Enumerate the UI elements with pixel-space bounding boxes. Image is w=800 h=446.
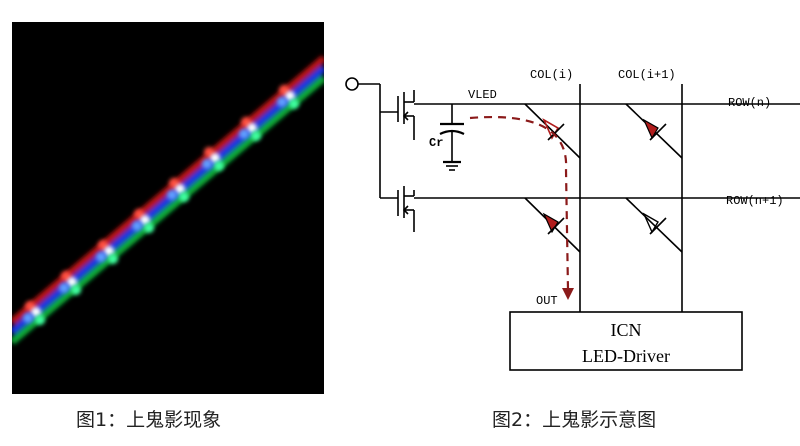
led-glow-dot [289,99,299,109]
led-4 [642,212,667,235]
led-dots [23,85,299,325]
label-out: OUT [536,294,558,308]
capacitor-cr [439,104,465,171]
led-glow-dot [71,285,81,295]
label-row-n: ROW(n) [728,96,771,110]
ghosting-schematic: COL(i) COL(i+1) ROW(n) ROW(n+1) VLED Cr … [330,0,800,400]
driver-label-line2: LED-Driver [582,346,670,366]
led-branch-4 [625,197,683,253]
led-1 [542,118,565,141]
label-col-i: COL(i) [530,68,573,82]
led-glow-dot [251,131,261,141]
label-cr: Cr [429,136,443,150]
led-glow-dot [108,254,118,264]
led-glow-dot [104,246,114,256]
input-terminal [345,77,359,91]
led-glow-dot [277,97,287,107]
led-glow-dot [247,123,257,133]
ghost-path-arrowhead [562,288,574,300]
led-branch-1 [524,103,581,159]
figure1-caption: 图1：上鬼影现象 [76,409,222,431]
led-glow-dot [23,313,33,323]
schematic-svg: COL(i) COL(i+1) ROW(n) ROW(n+1) VLED Cr … [345,68,800,371]
label-col-i1: COL(i+1) [618,68,676,82]
led-glow-dot [144,223,154,233]
led-glow-dot [96,252,106,262]
label-row-n1: ROW(n+1) [726,194,784,208]
led-glow-dot [31,307,41,317]
driver-box [509,311,743,371]
led-glow-dot [239,129,249,139]
led-2 [642,118,667,141]
led-glow-dot [140,215,150,225]
ghosting-photo [12,22,324,394]
led-3 [542,212,565,235]
led-glow-dot [167,190,177,200]
figure2-caption: 图2：上鬼影示意图 [492,409,657,431]
led-glow-dot [59,283,69,293]
driver-label-line1: ICN [611,320,642,340]
led-glow-dot [132,221,142,231]
led-glow-dot [179,192,189,202]
ghost-current-path [469,116,570,291]
led-glow-dot [214,161,224,171]
pmos-transistor-2 [380,186,415,232]
led-glow-dot [35,315,45,325]
led-glow-dot [67,277,77,287]
label-vled: VLED [468,88,497,102]
led-glow-dot [202,159,212,169]
wires [345,77,800,371]
led-strip-image [12,55,324,345]
led-glow-dot [285,91,295,101]
pmos-transistor-1 [380,90,415,140]
led-glow-dot [175,184,185,194]
led-glow-dot [210,153,220,163]
